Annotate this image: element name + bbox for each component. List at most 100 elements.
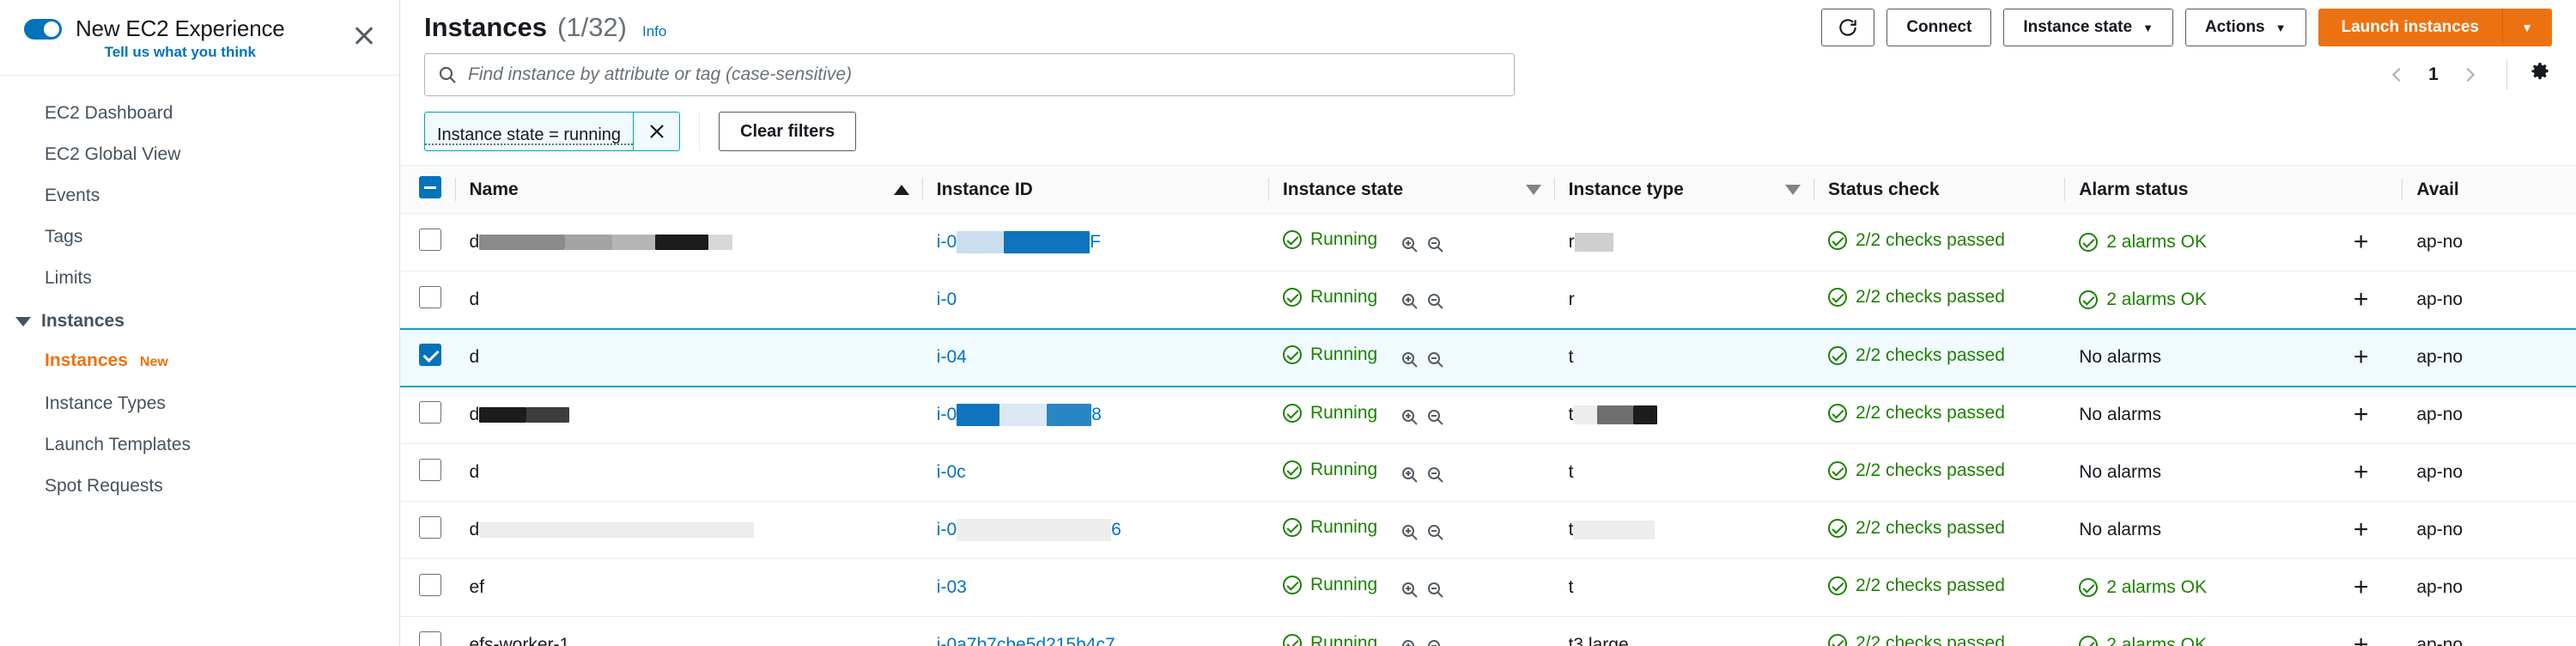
column-header-instance-id[interactable]: Instance ID — [922, 165, 1269, 214]
zoom-controls[interactable] — [1400, 407, 1446, 428]
row-checkbox[interactable] — [419, 285, 441, 308]
zoom-in-icon[interactable] — [1400, 407, 1420, 428]
add-alarm-icon[interactable]: + — [2353, 515, 2369, 544]
zoom-out-icon[interactable] — [1425, 580, 1446, 600]
feedback-link[interactable]: Tell us what you think — [104, 44, 256, 60]
cell-instance-id[interactable]: i-0 — [922, 271, 1269, 329]
sidebar-group-instances[interactable]: Instances — [0, 299, 399, 340]
row-select-cell[interactable] — [400, 558, 456, 617]
zoom-controls[interactable] — [1400, 522, 1446, 543]
instance-id-link[interactable]: i-0 — [936, 577, 957, 597]
column-header-status-check[interactable]: Status check — [1814, 165, 2066, 214]
zoom-controls[interactable] — [1400, 580, 1446, 600]
row-checkbox[interactable] — [419, 631, 441, 646]
instance-id-link[interactable]: i-0 — [936, 405, 957, 425]
row-select-cell[interactable] — [400, 617, 456, 646]
row-select-cell[interactable] — [400, 271, 456, 329]
table-row[interactable]: d i-0 Running r 2/2 checks passed 2 alar… — [400, 271, 2576, 329]
row-checkbox[interactable] — [419, 229, 441, 251]
zoom-in-icon[interactable] — [1400, 465, 1420, 485]
zoom-controls[interactable] — [1400, 465, 1446, 485]
search-input[interactable]: Find instance by attribute or tag (case-… — [424, 53, 1515, 96]
row-checkbox[interactable] — [419, 344, 441, 366]
instance-id-link[interactable]: i-0 — [936, 462, 957, 482]
instance-id-link[interactable]: i-0 — [936, 289, 957, 309]
pagination-next-button[interactable] — [2453, 58, 2486, 91]
instance-id-link[interactable]: i-0a7b7cbe5d215b4c7 — [936, 635, 1115, 646]
row-select-cell[interactable] — [400, 213, 456, 271]
row-checkbox[interactable] — [419, 574, 441, 596]
column-header-availability-zone[interactable]: Avail — [2403, 165, 2576, 214]
sidebar-item-tags[interactable]: Tags — [45, 227, 83, 247]
zoom-out-icon[interactable] — [1425, 465, 1446, 485]
add-alarm-icon[interactable]: + — [2353, 573, 2369, 601]
instance-id-link[interactable]: i-0 — [936, 520, 957, 539]
add-alarm-icon[interactable]: + — [2353, 228, 2369, 256]
row-select-cell[interactable] — [400, 443, 456, 502]
cell-instance-id[interactable]: i-0a7b7cbe5d215b4c7 — [923, 617, 1269, 646]
zoom-in-icon[interactable] — [1400, 291, 1420, 312]
zoom-in-icon[interactable] — [1400, 580, 1420, 600]
actions-button[interactable]: Actions▼ — [2184, 9, 2306, 46]
pagination-prev-button[interactable] — [2381, 58, 2414, 91]
zoom-out-icon[interactable] — [1425, 637, 1446, 646]
refresh-button[interactable] — [1821, 9, 1875, 46]
row-checkbox[interactable] — [419, 459, 441, 481]
select-all-checkbox[interactable] — [419, 175, 441, 198]
column-header-name[interactable]: Name — [455, 165, 923, 214]
add-alarm-icon[interactable]: + — [2353, 284, 2369, 314]
clear-filters-button[interactable]: Clear filters — [719, 112, 857, 151]
sidebar-item-spot-requests[interactable]: Spot Requests — [45, 476, 163, 496]
new-experience-toggle[interactable] — [24, 19, 62, 40]
row-checkbox[interactable] — [419, 516, 441, 539]
zoom-in-icon[interactable] — [1400, 235, 1420, 255]
row-checkbox[interactable] — [419, 401, 441, 424]
zoom-controls[interactable] — [1400, 235, 1446, 255]
zoom-in-icon[interactable] — [1400, 637, 1420, 646]
zoom-controls[interactable] — [1400, 637, 1446, 646]
info-link[interactable]: Info — [642, 23, 667, 40]
zoom-out-icon[interactable] — [1425, 291, 1446, 312]
table-row[interactable]: efs-worker-1 i-0a7b7cbe5d215b4c7 Running… — [400, 617, 2576, 646]
sidebar-item-events[interactable]: Events — [45, 186, 100, 205]
zoom-out-icon[interactable] — [1425, 522, 1446, 543]
zoom-out-icon[interactable] — [1425, 235, 1446, 255]
column-header-instance-state[interactable]: Instance state — [1268, 165, 1555, 214]
add-alarm-icon[interactable]: + — [2353, 343, 2369, 371]
filter-token-remove-button[interactable] — [633, 113, 679, 150]
add-alarm-icon[interactable]: + — [2353, 631, 2369, 646]
add-alarm-icon[interactable]: + — [2353, 458, 2369, 486]
row-select-cell[interactable] — [400, 386, 456, 444]
sidebar-item-ec2-global-view[interactable]: EC2 Global View — [45, 144, 181, 164]
instance-state-button[interactable]: Instance state▼ — [2003, 9, 2173, 46]
instance-id-link[interactable]: i-0 — [936, 347, 957, 367]
zoom-out-icon[interactable] — [1425, 407, 1446, 428]
zoom-in-icon[interactable] — [1400, 522, 1420, 543]
column-header-instance-type[interactable]: Instance type — [1554, 165, 1814, 214]
close-icon[interactable] — [351, 22, 377, 48]
row-select-cell[interactable] — [400, 327, 456, 387]
zoom-controls[interactable] — [1400, 350, 1446, 370]
sidebar-item-instance-types[interactable]: Instance Types — [45, 393, 166, 413]
sidebar-item-limits[interactable]: Limits — [45, 268, 92, 288]
launch-instances-button[interactable]: Launch instances — [2318, 9, 2502, 46]
table-settings-button[interactable] — [2528, 61, 2552, 89]
row-select-cell[interactable] — [400, 501, 456, 559]
instance-id-link[interactable]: i-0 — [936, 232, 957, 252]
zoom-in-icon[interactable] — [1400, 350, 1420, 370]
sidebar-item-launch-templates[interactable]: Launch Templates — [45, 435, 191, 454]
add-alarm-icon[interactable]: + — [2353, 400, 2369, 430]
